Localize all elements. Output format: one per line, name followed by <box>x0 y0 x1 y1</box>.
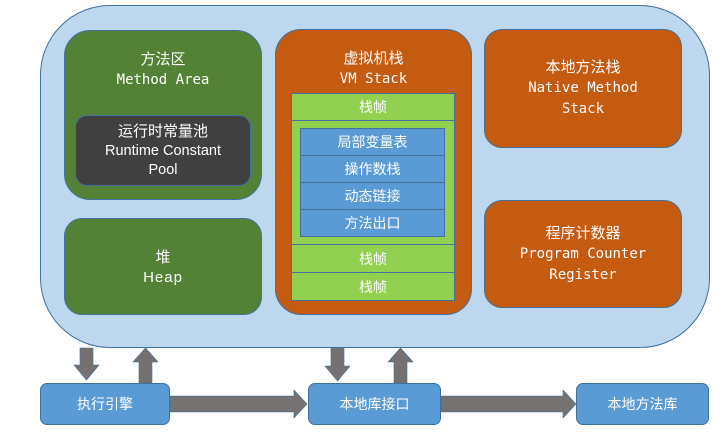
arrow-down-to-native-interface <box>324 347 351 382</box>
execution-engine-label: 执行引擎 <box>77 397 133 413</box>
local-variable-table: 局部变量表 <box>300 128 445 156</box>
runtime-constant-pool: 运行时常量池 Runtime Constant Pool <box>75 115 251 186</box>
constant-pool-label-en-2: Pool <box>148 162 178 178</box>
heap: 堆 Heap <box>64 218 262 315</box>
heap-label-cn: 堆 <box>155 247 171 266</box>
heap-label-en: Heap <box>143 268 183 286</box>
native-method-stack-label-en-1: Native Method <box>528 80 638 96</box>
dynamic-linking-label: 动态链接 <box>344 189 401 205</box>
program-counter-register: 程序计数器 Program Counter Register <box>484 200 682 308</box>
stack-frame-1-label: 栈帧 <box>359 100 387 116</box>
vm-stack-label-en: VM Stack <box>339 71 408 87</box>
native-method-libraries: 本地方法库 <box>576 383 709 425</box>
native-method-stack-label-cn: 本地方法栈 <box>545 58 621 76</box>
arrow-down-to-execution-engine <box>73 347 100 381</box>
stack-frame-2: 栈帧 <box>291 244 455 273</box>
stack-frame-1-header: 栈帧 <box>291 93 455 121</box>
arrow-up-from-execution-engine <box>132 347 159 384</box>
constant-pool-label-en-1: Runtime Constant <box>104 143 222 159</box>
arrow-engine-to-interface <box>169 389 308 419</box>
return-address: 方法出口 <box>300 209 445 237</box>
native-method-stack: 本地方法栈 Native Method Stack <box>484 29 682 148</box>
arrow-interface-to-libraries <box>440 389 577 419</box>
native-method-stack-label-en-2: Stack <box>561 101 605 117</box>
stack-frame-3-label: 栈帧 <box>359 279 387 296</box>
return-address-label: 方法出口 <box>344 216 401 232</box>
method-area-label-en: Method Area <box>116 72 210 88</box>
execution-engine: 执行引擎 <box>40 383 170 425</box>
local-variable-table-label: 局部变量表 <box>337 135 408 151</box>
stack-frame-3: 栈帧 <box>291 272 455 301</box>
stack-frame-2-label: 栈帧 <box>359 251 387 268</box>
native-interface: 本地库接口 <box>308 383 441 425</box>
operand-stack-label: 操作数栈 <box>344 162 401 178</box>
dynamic-linking: 动态链接 <box>300 182 445 210</box>
constant-pool-label-cn: 运行时常量池 <box>117 122 208 140</box>
vm-stack-label-cn: 虚拟机栈 <box>343 49 404 67</box>
native-interface-label: 本地库接口 <box>339 397 410 413</box>
program-counter-label-en-2: Register <box>549 266 617 283</box>
native-libraries-label: 本地方法库 <box>607 397 678 413</box>
arrow-up-from-native-interface <box>387 347 414 384</box>
program-counter-label-en-1: Program Counter <box>519 245 647 262</box>
operand-stack: 操作数栈 <box>300 155 445 183</box>
method-area-label-cn: 方法区 <box>140 50 186 68</box>
program-counter-label-cn: 程序计数器 <box>545 223 621 242</box>
